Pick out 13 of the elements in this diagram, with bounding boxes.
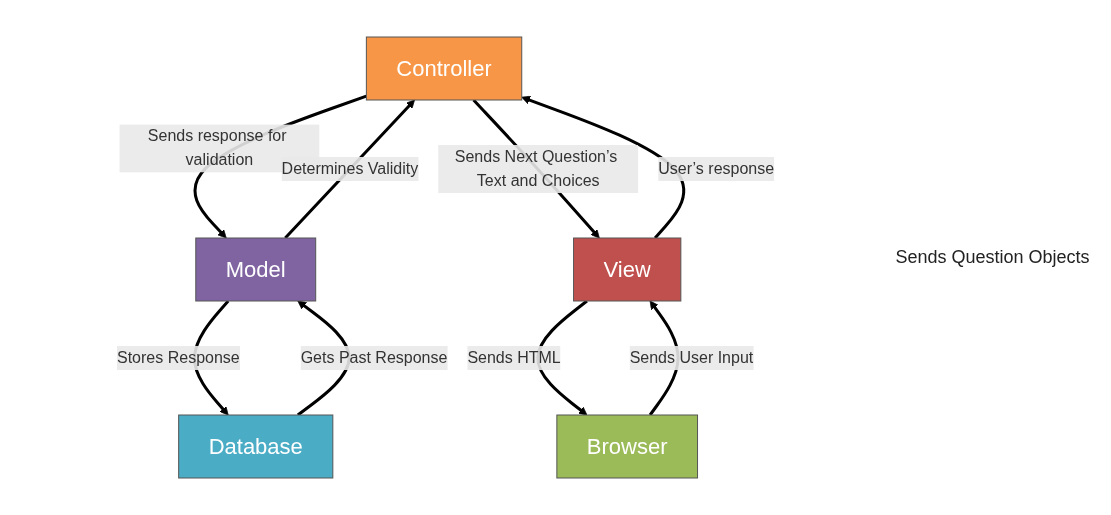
edge-label: Sends User Input [629,349,754,366]
edge-label: Sends Next Question’s Text and Choices [454,148,618,189]
edge-label: User’s response [658,160,775,177]
node-box: Model [195,237,317,302]
edge-label: Gets Past Response [300,349,448,366]
edge-label: Sends HTML [467,349,561,366]
node-box: Controller [365,36,523,101]
node-box: Database [178,414,334,479]
edge-label: Stores Response [116,349,240,366]
arrow [521,95,686,239]
note-label: Sends Question Objects [895,247,1091,268]
node-box: View [573,237,682,302]
node-box: Browser [556,414,698,479]
